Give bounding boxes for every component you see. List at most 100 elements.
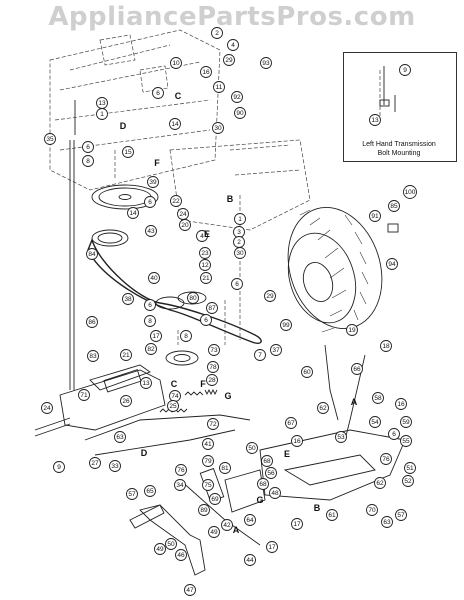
part-callout-15[interactable]: 15 bbox=[122, 146, 134, 158]
part-callout-13[interactable]: 13 bbox=[96, 97, 108, 109]
part-callout-3[interactable]: 3 bbox=[233, 226, 245, 238]
part-callout-17[interactable]: 17 bbox=[266, 541, 278, 553]
part-callout-17[interactable]: 17 bbox=[150, 330, 162, 342]
part-callout-49[interactable]: 49 bbox=[208, 526, 220, 538]
part-callout-27[interactable]: 27 bbox=[89, 457, 101, 469]
part-callout-82[interactable]: 82 bbox=[145, 343, 157, 355]
part-callout-99[interactable]: 99 bbox=[280, 319, 292, 331]
part-callout-46[interactable]: 46 bbox=[175, 549, 187, 561]
part-callout-16[interactable]: 16 bbox=[291, 435, 303, 447]
part-callout-50[interactable]: 50 bbox=[165, 538, 177, 550]
part-callout-49[interactable]: 49 bbox=[154, 543, 166, 555]
part-callout-72[interactable]: 72 bbox=[207, 418, 219, 430]
part-callout-8[interactable]: 8 bbox=[82, 155, 94, 167]
part-callout-71[interactable]: 71 bbox=[78, 389, 90, 401]
part-callout-100[interactable]: 100 bbox=[403, 185, 417, 199]
part-callout-2[interactable]: 2 bbox=[211, 27, 223, 39]
part-callout-23[interactable]: 23 bbox=[199, 247, 211, 259]
part-callout-16[interactable]: 16 bbox=[395, 398, 407, 410]
part-callout-2[interactable]: 2 bbox=[233, 236, 245, 248]
part-callout-30[interactable]: 30 bbox=[234, 247, 246, 259]
part-callout-91[interactable]: 91 bbox=[369, 210, 381, 222]
part-callout-86[interactable]: 86 bbox=[86, 316, 98, 328]
part-callout-6[interactable]: 6 bbox=[144, 299, 156, 311]
part-callout-57[interactable]: 57 bbox=[395, 509, 407, 521]
part-callout-81[interactable]: 81 bbox=[219, 462, 231, 474]
part-callout-58[interactable]: 58 bbox=[372, 392, 384, 404]
part-callout-10[interactable]: 10 bbox=[170, 57, 182, 69]
part-callout-93[interactable]: 93 bbox=[260, 57, 272, 69]
part-callout-79[interactable]: 79 bbox=[202, 455, 214, 467]
part-callout-24[interactable]: 24 bbox=[177, 208, 189, 220]
part-callout-18[interactable]: 18 bbox=[380, 340, 392, 352]
part-callout-14[interactable]: 14 bbox=[127, 207, 139, 219]
part-callout-20[interactable]: 20 bbox=[179, 219, 191, 231]
part-callout-44[interactable]: 44 bbox=[244, 554, 256, 566]
part-callout-9[interactable]: 9 bbox=[399, 64, 411, 76]
part-callout-94[interactable]: 94 bbox=[386, 258, 398, 270]
part-callout-38[interactable]: 38 bbox=[122, 293, 134, 305]
part-callout-48[interactable]: 48 bbox=[269, 487, 281, 499]
part-callout-60[interactable]: 60 bbox=[301, 366, 313, 378]
part-callout-1[interactable]: 1 bbox=[96, 108, 108, 120]
part-callout-68[interactable]: 68 bbox=[261, 455, 273, 467]
part-callout-21[interactable]: 21 bbox=[200, 272, 212, 284]
part-callout-67[interactable]: 67 bbox=[285, 417, 297, 429]
part-callout-26[interactable]: 26 bbox=[120, 395, 132, 407]
part-callout-74[interactable]: 74 bbox=[169, 390, 181, 402]
part-callout-4[interactable]: 4 bbox=[196, 230, 208, 242]
part-callout-80[interactable]: 80 bbox=[187, 292, 199, 304]
part-callout-16[interactable]: 16 bbox=[200, 66, 212, 78]
part-callout-28[interactable]: 28 bbox=[206, 374, 218, 386]
part-callout-78[interactable]: 78 bbox=[207, 361, 219, 373]
part-callout-73[interactable]: 73 bbox=[208, 344, 220, 356]
part-callout-34[interactable]: 34 bbox=[174, 479, 186, 491]
part-callout-11[interactable]: 11 bbox=[213, 81, 225, 93]
part-callout-47[interactable]: 47 bbox=[184, 584, 196, 596]
part-callout-65[interactable]: 65 bbox=[144, 485, 156, 497]
part-callout-50[interactable]: 50 bbox=[246, 442, 258, 454]
part-callout-59[interactable]: 59 bbox=[400, 416, 412, 428]
part-callout-6[interactable]: 6 bbox=[388, 428, 400, 440]
part-callout-61[interactable]: 61 bbox=[326, 509, 338, 521]
part-callout-29[interactable]: 29 bbox=[223, 54, 235, 66]
part-callout-53[interactable]: 53 bbox=[335, 431, 347, 443]
part-callout-35[interactable]: 35 bbox=[44, 133, 56, 145]
part-callout-13[interactable]: 13 bbox=[140, 377, 152, 389]
part-callout-8[interactable]: 8 bbox=[180, 330, 192, 342]
part-callout-89[interactable]: 89 bbox=[198, 504, 210, 516]
part-callout-42[interactable]: 42 bbox=[221, 519, 233, 531]
part-callout-4[interactable]: 4 bbox=[227, 39, 239, 51]
part-callout-55[interactable]: 55 bbox=[400, 435, 412, 447]
part-callout-56[interactable]: 56 bbox=[265, 467, 277, 479]
part-callout-87[interactable]: 87 bbox=[206, 302, 218, 314]
part-callout-62[interactable]: 62 bbox=[374, 477, 386, 489]
part-callout-6[interactable]: 6 bbox=[200, 314, 212, 326]
part-callout-1[interactable]: 1 bbox=[234, 213, 246, 225]
part-callout-41[interactable]: 41 bbox=[202, 438, 214, 450]
part-callout-92[interactable]: 92 bbox=[231, 91, 243, 103]
part-callout-21[interactable]: 21 bbox=[120, 349, 132, 361]
part-callout-40[interactable]: 40 bbox=[148, 272, 160, 284]
part-callout-64[interactable]: 64 bbox=[244, 514, 256, 526]
part-callout-22[interactable]: 22 bbox=[170, 195, 182, 207]
part-callout-70[interactable]: 70 bbox=[366, 504, 378, 516]
part-callout-24[interactable]: 24 bbox=[41, 402, 53, 414]
part-callout-6[interactable]: 6 bbox=[231, 278, 243, 290]
part-callout-69[interactable]: 69 bbox=[209, 493, 221, 505]
part-callout-6[interactable]: 6 bbox=[82, 141, 94, 153]
part-callout-25[interactable]: 25 bbox=[167, 400, 179, 412]
part-callout-90[interactable]: 90 bbox=[234, 107, 246, 119]
part-callout-14[interactable]: 14 bbox=[169, 118, 181, 130]
part-callout-76[interactable]: 76 bbox=[380, 453, 392, 465]
part-callout-37[interactable]: 37 bbox=[270, 344, 282, 356]
part-callout-6[interactable]: 6 bbox=[152, 87, 164, 99]
part-callout-51[interactable]: 51 bbox=[404, 462, 416, 474]
part-callout-29[interactable]: 29 bbox=[264, 290, 276, 302]
part-callout-57[interactable]: 57 bbox=[126, 488, 138, 500]
part-callout-30[interactable]: 30 bbox=[212, 122, 224, 134]
part-callout-9[interactable]: 9 bbox=[53, 461, 65, 473]
part-callout-6[interactable]: 6 bbox=[144, 196, 156, 208]
part-callout-12[interactable]: 12 bbox=[199, 259, 211, 271]
part-callout-8[interactable]: 8 bbox=[144, 315, 156, 327]
